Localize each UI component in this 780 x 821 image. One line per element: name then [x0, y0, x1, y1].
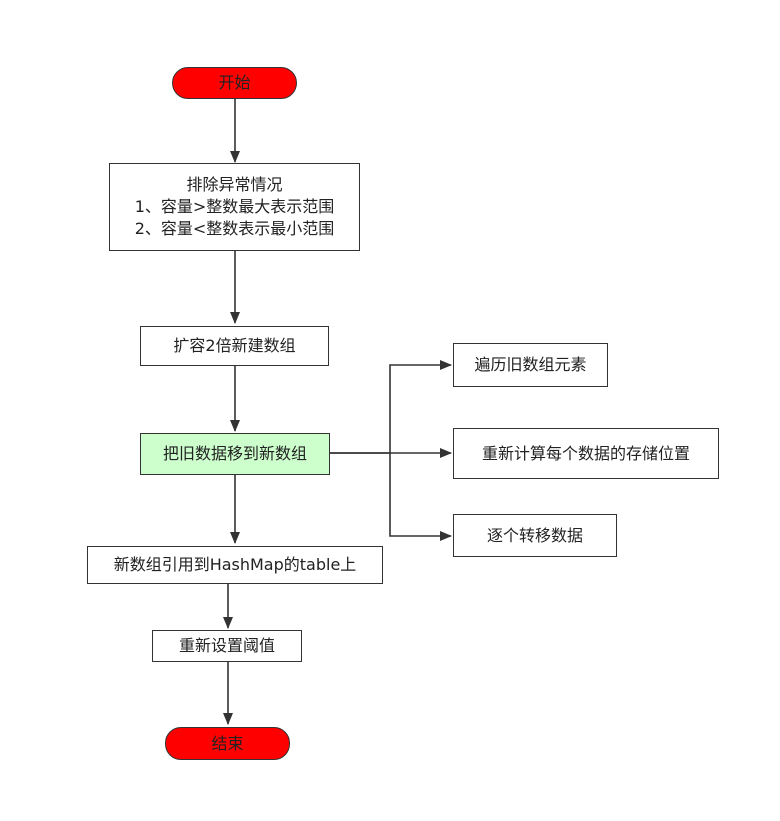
- transfer-label: 逐个转移数据: [486, 525, 583, 545]
- end-node: 结束: [165, 727, 290, 760]
- start-label: 开始: [218, 73, 251, 92]
- recompute-node: 重新计算每个数据的存储位置: [453, 428, 719, 479]
- traverse-node: 遍历旧数组元素: [453, 343, 608, 387]
- traverse-label: 遍历旧数组元素: [474, 355, 587, 374]
- expand-node: 扩容2倍新建数组: [140, 326, 329, 366]
- reference-node: 新数组引用到HashMap的table上: [87, 546, 383, 584]
- arrow-move-to-traverse: [330, 360, 452, 454]
- exceptions-condition-1: 1、容量>整数最大表示范围: [134, 197, 335, 216]
- threshold-label: 重新设置阈值: [178, 636, 275, 655]
- end-label: 结束: [211, 733, 244, 753]
- exceptions-condition-2: 2、容量<整数表示最小范围: [134, 219, 335, 238]
- reference-label: 新数组引用到HashMap的table上: [113, 555, 357, 574]
- move-label: 把旧数据移到新数组: [162, 444, 307, 463]
- transfer-node: 逐个转移数据: [453, 514, 617, 557]
- exceptions-title: 排除异常情况: [186, 175, 283, 194]
- threshold-node: 重新设置阈值: [152, 630, 302, 662]
- recompute-label: 重新计算每个数据的存储位置: [481, 443, 690, 463]
- arrow-move-to-transfer: [389, 453, 452, 541]
- move-node: 把旧数据移到新数组: [140, 433, 330, 475]
- exceptions-node: 排除异常情况 1、容量>整数最大表示范围 2、容量<整数表示最小范围: [109, 163, 360, 251]
- start-node: 开始: [172, 67, 297, 99]
- expand-label: 扩容2倍新建数组: [173, 336, 296, 355]
